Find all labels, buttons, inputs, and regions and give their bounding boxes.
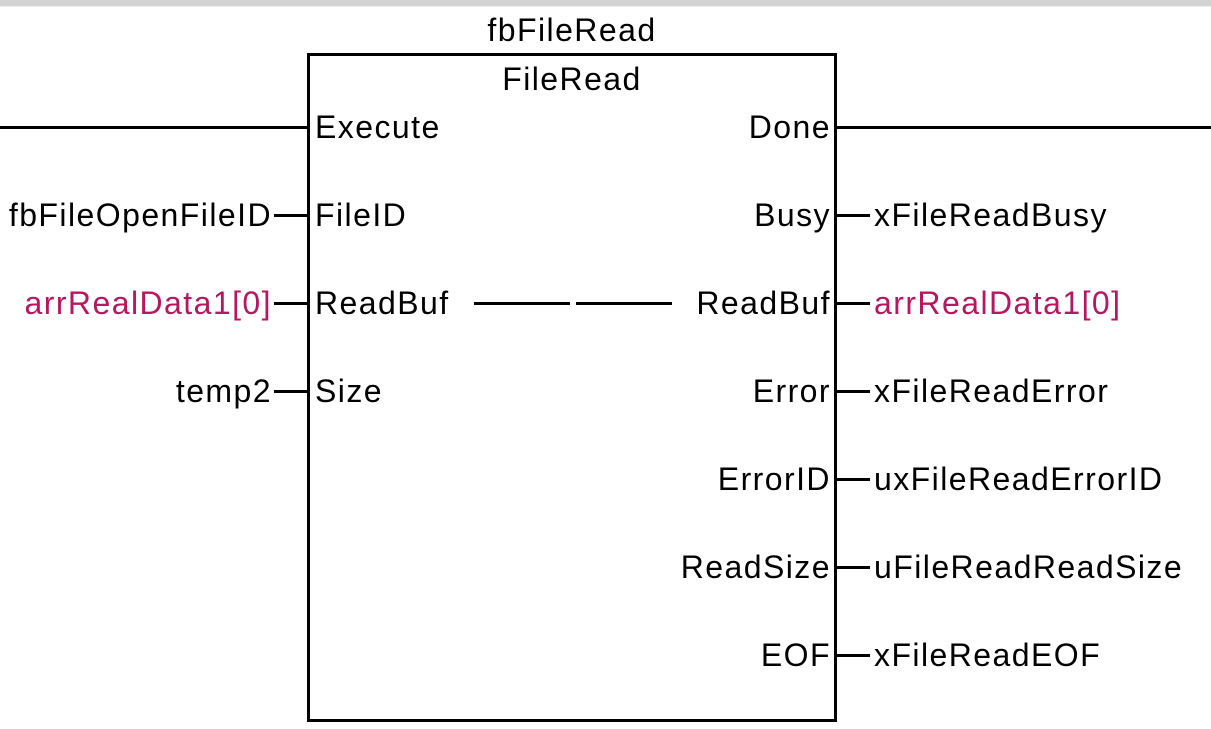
output-pin-readsize[interactable]: ReadSize: [680, 549, 831, 585]
input-variable-size[interactable]: temp2: [175, 373, 272, 409]
eof-output-tick-wire: [837, 654, 870, 657]
input-pin-execute[interactable]: Execute: [315, 109, 441, 145]
input-variable-readbuf[interactable]: arrRealData1[0]: [24, 285, 272, 321]
output-variable-eof[interactable]: xFileReadEOF: [874, 637, 1102, 673]
output-pin-busy[interactable]: Busy: [754, 197, 831, 233]
done-output-rail-wire: [837, 126, 1211, 129]
input-pin-readbuf[interactable]: ReadBuf: [315, 285, 450, 321]
output-variable-readsize[interactable]: uFileReadReadSize: [874, 549, 1184, 585]
error-output-tick-wire: [837, 390, 870, 393]
output-variable-error[interactable]: xFileReadError: [874, 373, 1110, 409]
readsize-output-tick-wire: [837, 566, 870, 569]
output-pin-done[interactable]: Done: [748, 109, 831, 145]
readbuf-internal-link-segment-1: [474, 302, 570, 305]
output-pin-readbuf[interactable]: ReadBuf: [696, 285, 831, 321]
input-pin-size[interactable]: Size: [315, 373, 384, 409]
output-pin-eof[interactable]: EOF: [760, 637, 831, 673]
readbuf-output-tick-wire: [837, 302, 870, 305]
busy-output-tick-wire: [837, 214, 870, 217]
output-pin-errorid[interactable]: ErrorID: [717, 461, 831, 497]
function-block-box[interactable]: [307, 53, 837, 722]
fileid-input-tick-wire: [274, 214, 307, 217]
input-pin-fileid[interactable]: FileID: [315, 197, 408, 233]
top-strip: [0, 0, 1211, 7]
readbuf-internal-link-segment-2: [576, 302, 672, 305]
errorid-output-tick-wire: [837, 478, 870, 481]
output-variable-busy[interactable]: xFileReadBusy: [874, 197, 1108, 233]
execute-input-rail-wire: [0, 126, 307, 129]
output-variable-errorid[interactable]: uxFileReadErrorID: [874, 461, 1164, 497]
output-variable-readbuf[interactable]: arrRealData1[0]: [874, 285, 1122, 321]
block-instance-name[interactable]: fbFileRead: [487, 12, 657, 48]
readbuf-input-tick-wire: [274, 302, 307, 305]
size-input-tick-wire: [274, 390, 307, 393]
block-type-name[interactable]: FileRead: [502, 61, 642, 97]
input-variable-fileid[interactable]: fbFileOpenFileID: [8, 197, 272, 233]
output-pin-error[interactable]: Error: [752, 373, 831, 409]
